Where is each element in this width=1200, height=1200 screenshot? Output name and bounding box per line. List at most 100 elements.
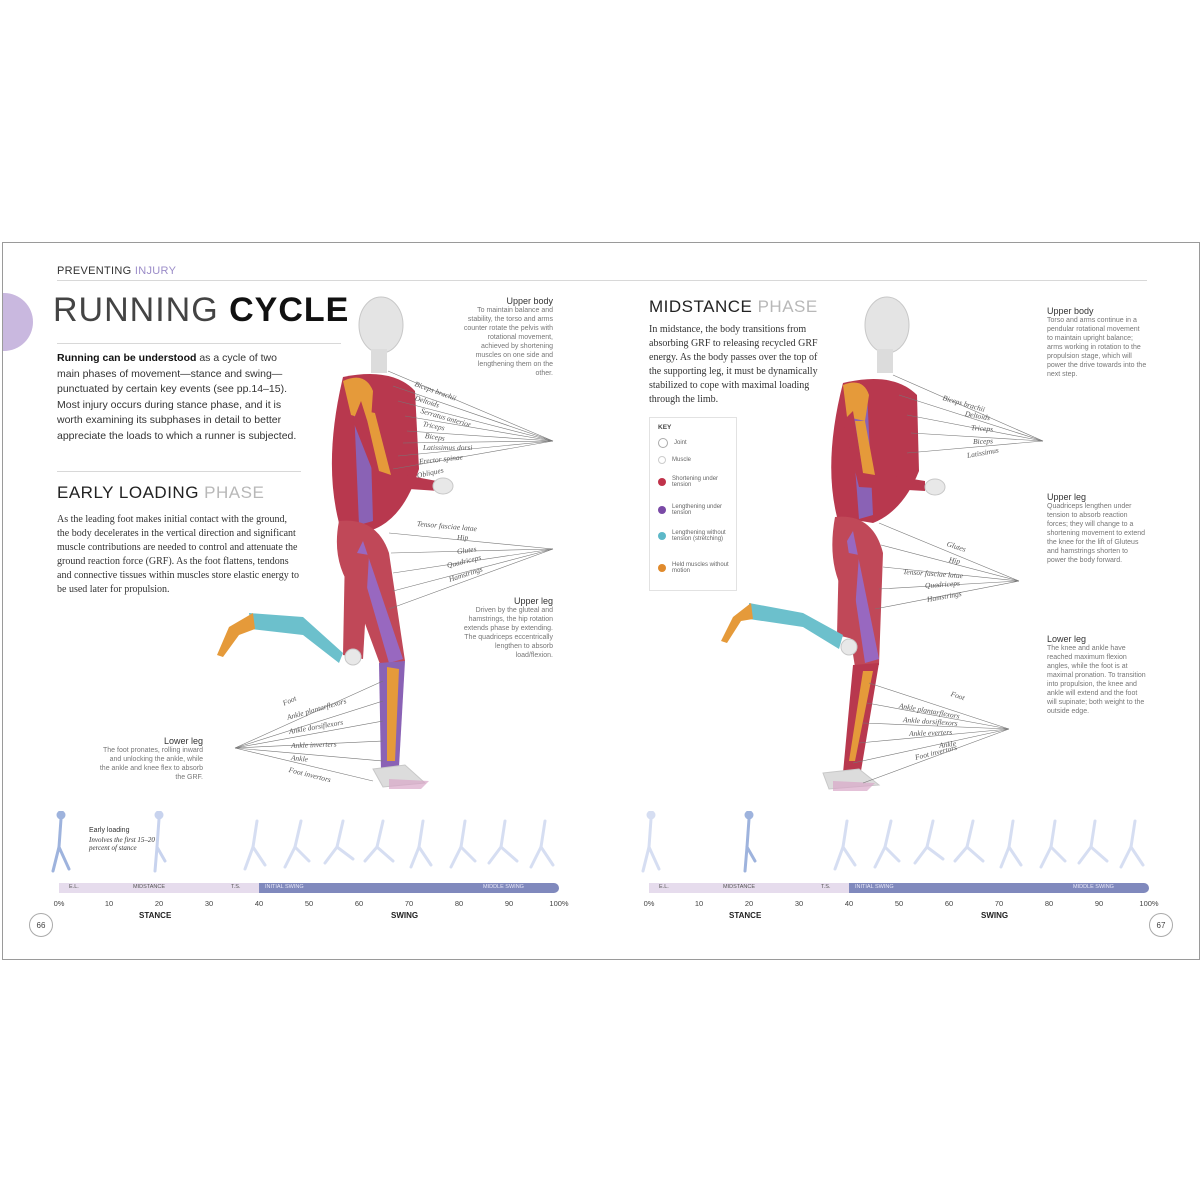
tick-label: 10 bbox=[694, 899, 704, 908]
bar-label: MIDSTANCE bbox=[723, 884, 755, 890]
muscle-label: Biceps bbox=[424, 431, 446, 443]
muscle-label: Latissimus bbox=[966, 445, 1000, 460]
bar-label: MIDDLE SWING bbox=[483, 884, 524, 890]
midstance-heading: MIDSTANCE PHASE bbox=[649, 297, 818, 317]
bar-label: MIDDLE SWING bbox=[1073, 884, 1114, 890]
early-loading-note-title: Early loading bbox=[89, 827, 130, 834]
upper-body-leader-lines bbox=[892, 374, 1044, 454]
muscle-label: Obliques bbox=[416, 465, 445, 480]
key-title: KEY bbox=[658, 424, 672, 431]
callout-text: Torso and arms continue in a pendular ro… bbox=[1047, 317, 1147, 378]
callout-title: Upper leg bbox=[513, 596, 553, 606]
key-item-label: Lengthening without tension (stretching) bbox=[672, 530, 726, 542]
muscle-label: Hip bbox=[948, 555, 961, 566]
early-loading-heading-dark: EARLY LOADING bbox=[57, 483, 199, 502]
stance-caption: STANCE bbox=[729, 911, 762, 920]
muscle-label: Foot bbox=[949, 689, 966, 703]
tick-label: 50 bbox=[894, 899, 904, 908]
intro-text: as a cycle of two main phases of movemen… bbox=[57, 352, 297, 442]
muscle-label: Quadriceps bbox=[924, 578, 961, 590]
bar-label: INITIAL SWING bbox=[265, 884, 304, 890]
right-upper-body-callout: Upper body Torso and arms continue in a … bbox=[1047, 307, 1147, 379]
callout-text: To maintain balance and stability, the t… bbox=[463, 307, 553, 377]
lower-leg-leader-lines bbox=[234, 680, 384, 782]
bar-label: T.S. bbox=[231, 884, 241, 890]
right-mid-muscle-labels: Glutes Hip Tensor fasciae latae Quadrice… bbox=[899, 539, 989, 619]
key-item: Shortening under tension bbox=[658, 476, 732, 488]
tick-label: 70 bbox=[404, 899, 414, 908]
muscle-label: Hamstrings bbox=[926, 588, 963, 604]
midstance-heading-dark: MIDSTANCE bbox=[649, 297, 753, 316]
muscle-label: Tensor fasciae latae bbox=[416, 519, 478, 534]
bar-label: MIDSTANCE bbox=[133, 884, 165, 890]
midstance-heading-light: PHASE bbox=[757, 297, 818, 316]
swing-caption: SWING bbox=[981, 911, 1009, 920]
section-label-main: PREVENTING bbox=[57, 265, 132, 277]
muscle-label: Deltoids bbox=[964, 409, 991, 423]
muscle-label: Ankle everters bbox=[908, 727, 953, 738]
right-phase-bar: E.L. MIDSTANCE T.S. INITIAL SWING MIDDLE… bbox=[649, 883, 1153, 895]
tick-label: 100% bbox=[1139, 899, 1159, 908]
upper-body-leader-lines bbox=[387, 370, 554, 470]
muscle-label: Ankle bbox=[290, 753, 309, 764]
left-upper-leg-callout: Upper leg Driven by the gluteal and hams… bbox=[461, 597, 553, 660]
lengthening-swatch bbox=[658, 506, 666, 514]
key-item: Lengthening without tension (stretching) bbox=[658, 530, 732, 542]
tick-label: 20 bbox=[744, 899, 754, 908]
key-item: Muscle bbox=[658, 456, 691, 464]
title-rule bbox=[57, 343, 341, 344]
left-upper-muscle-labels: Biceps brachii Deltoids Serratus anterio… bbox=[413, 379, 485, 489]
right-lower-muscle-labels: Foot Ankle plantarflexors Ankle dorsifle… bbox=[897, 689, 987, 779]
right-lower-leg-callout: Lower leg The knee and ankle have reache… bbox=[1047, 635, 1147, 716]
muscle-label: Erector spinae bbox=[418, 452, 464, 466]
stretching-swatch bbox=[658, 532, 666, 540]
book-spread: PREVENTING INJURY RUNNING CYCLE Running … bbox=[2, 242, 1200, 960]
upper-leg-leader-lines bbox=[388, 532, 554, 610]
page-title-bold: CYCLE bbox=[229, 291, 350, 329]
tick-label: 80 bbox=[1044, 899, 1054, 908]
tick-label: 40 bbox=[844, 899, 854, 908]
early-loading-heading: EARLY LOADING PHASE bbox=[57, 483, 264, 503]
tick-label: 50 bbox=[304, 899, 314, 908]
section-label: PREVENTING INJURY bbox=[57, 265, 176, 277]
midstance-body: In midstance, the body transitions from … bbox=[649, 324, 818, 405]
shortening-swatch bbox=[658, 478, 666, 486]
tick-label: 60 bbox=[944, 899, 954, 908]
muscle-label: Foot invertors bbox=[913, 742, 958, 762]
left-lower-muscle-labels: Foot Ankle plantarflexors Ankle dorsifle… bbox=[281, 694, 363, 789]
chapter-tab-marker bbox=[3, 293, 33, 351]
right-upper-leg-callout: Upper leg Quadriceps lengthen under tens… bbox=[1047, 493, 1147, 565]
tick-label: 30 bbox=[794, 899, 804, 908]
right-tick-row: 0% 10 20 30 40 50 60 70 80 90 100% bbox=[637, 899, 1167, 913]
tick-label: 20 bbox=[154, 899, 164, 908]
section-label-accent: INJURY bbox=[134, 265, 177, 277]
key-item-label: Muscle bbox=[672, 457, 692, 463]
left-runner-sequence bbox=[51, 811, 555, 873]
callout-text: The foot pronates, rolling inward and un… bbox=[99, 747, 203, 781]
tick-label: 40 bbox=[254, 899, 264, 908]
muscle-label: Triceps bbox=[970, 423, 994, 434]
stance-caption: STANCE bbox=[139, 911, 172, 920]
runner-skeleton bbox=[217, 296, 454, 789]
page-title: RUNNING CYCLE bbox=[53, 291, 349, 330]
left-mid-muscle-labels: Tensor fasciae latae Hip Glutes Quadrice… bbox=[417, 519, 497, 599]
header-rule bbox=[57, 280, 1147, 281]
key-item-label: Held muscles without motion bbox=[672, 562, 729, 574]
callout-title: Upper leg bbox=[1047, 492, 1087, 502]
early-loading-note: Early loading Involves the first 15–20 p… bbox=[89, 827, 159, 853]
muscle-label: Glutes bbox=[945, 539, 968, 554]
key-item: Joint bbox=[658, 438, 687, 448]
swing-caption: SWING bbox=[391, 911, 419, 920]
muscle-label: Latissimus dorsi bbox=[423, 443, 473, 452]
left-lower-leg-callout: Lower leg The foot pronates, rolling inw… bbox=[99, 737, 203, 782]
tick-label: 90 bbox=[1094, 899, 1104, 908]
key-legend: KEY Joint Muscle Shortening under tensio… bbox=[649, 417, 737, 591]
runner-skeleton bbox=[721, 296, 946, 791]
bar-label: T.S. bbox=[821, 884, 831, 890]
left-tick-row: 0% 10 20 30 40 50 60 70 80 90 100% bbox=[47, 899, 577, 913]
left-phase-bar: E.L. MIDSTANCE T.S. INITIAL SWING MIDDLE… bbox=[59, 883, 563, 895]
early-loading-heading-light: PHASE bbox=[204, 483, 265, 502]
muscle-label: Hip bbox=[457, 533, 469, 542]
callout-text: Driven by the gluteal and hamstrings, th… bbox=[463, 607, 553, 659]
key-item-label: Lengthening under tension bbox=[672, 504, 723, 516]
